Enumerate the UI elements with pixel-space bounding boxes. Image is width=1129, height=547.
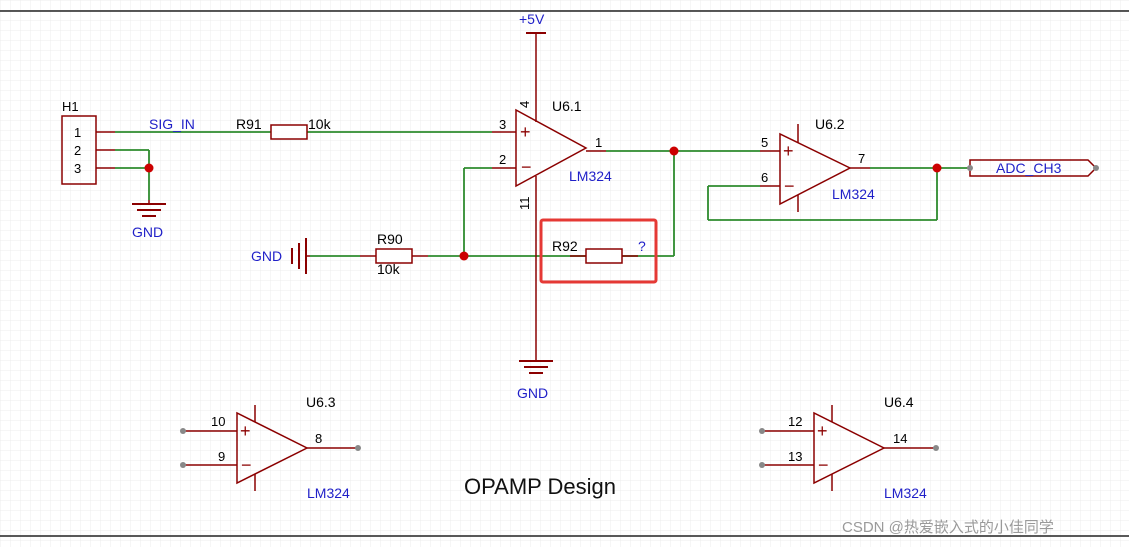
u62-part: LM324 (832, 186, 875, 202)
u64-part: LM324 (884, 485, 927, 501)
gnd-label-connector: GND (132, 224, 163, 240)
u62-pin-out: 7 (858, 151, 865, 166)
u62-plus-sign: + (783, 141, 794, 161)
connector-pin-1: 1 (74, 125, 81, 140)
u64-minus-sign: − (818, 455, 829, 475)
u61-pin-plus: 3 (499, 117, 506, 132)
u61-pin-out: 1 (595, 135, 602, 150)
net-label-sig-in: SIG_IN (149, 116, 195, 132)
u63-part: LM324 (307, 485, 350, 501)
u62-pin-minus: 6 (761, 170, 768, 185)
r91-value: 10k (308, 116, 332, 132)
resistor-r91[interactable]: R91 10k (236, 116, 332, 140)
u61-ref: U6.1 (552, 98, 582, 114)
vcc-label: +5V (519, 11, 545, 27)
junctions (144, 146, 942, 261)
opamp-u6-3[interactable]: + − 10 9 8 U6.3 LM324 (180, 394, 361, 501)
u64-pin-minus: 13 (788, 449, 802, 464)
gnd-label-r90: GND (251, 248, 282, 264)
opamp-u6-4[interactable]: + − 12 13 14 U6.4 LM324 (759, 394, 939, 501)
u64-ref: U6.4 (884, 394, 914, 410)
u62-ref: U6.2 (815, 116, 845, 132)
resistor-r92[interactable]: R92 ? (552, 238, 646, 264)
r92-highlight-box (539, 218, 658, 284)
u63-minus-sign: − (241, 455, 252, 475)
u61-pin-minus: 2 (499, 152, 506, 167)
r92-ref: R92 (552, 238, 578, 254)
wires (115, 131, 970, 257)
connector-ref: H1 (62, 99, 79, 114)
u64-pin-out: 14 (893, 431, 907, 446)
u62-pin-plus: 5 (761, 135, 768, 150)
u61-pin-vcc: 4 (517, 101, 532, 108)
u64-plus-sign: + (817, 421, 828, 441)
gnd-symbol-connector: GND (132, 200, 166, 240)
u63-pin-minus: 9 (218, 449, 225, 464)
u64-pin-plus: 12 (788, 414, 802, 429)
gnd-symbol-u61: GND (517, 360, 553, 401)
u63-pin-out: 8 (315, 431, 322, 446)
u61-part: LM324 (569, 168, 612, 184)
r90-value: 10k (377, 261, 401, 277)
sheet-title: OPAMP Design (464, 474, 616, 499)
resistor-r90[interactable]: R90 10k (360, 231, 428, 277)
u61-pin-gnd: 11 (517, 197, 532, 211)
u61-minus-sign: − (521, 157, 532, 177)
vcc-symbol: +5V (519, 11, 546, 34)
r90-ref: R90 (377, 231, 403, 247)
r91-ref: R91 (236, 116, 262, 132)
u62-minus-sign: − (784, 176, 795, 196)
net-label-adc-ch3: ADC_CH3 (996, 160, 1062, 176)
gnd-symbol-r90: GND (251, 238, 310, 274)
gnd-label-u61: GND (517, 385, 548, 401)
net-port-adc-ch3[interactable]: ADC_CH3 (967, 159, 1099, 177)
watermark: CSDN @热爱嵌入式的小佳同学 (842, 519, 1054, 536)
u63-pin-plus: 10 (211, 414, 225, 429)
u63-ref: U6.3 (306, 394, 336, 410)
connector-h1[interactable]: H1 1 2 3 (61, 99, 115, 185)
connector-pin-3: 3 (74, 161, 81, 176)
connector-pin-2: 2 (74, 143, 81, 158)
u61-plus-sign: + (520, 122, 531, 142)
r92-value: ? (638, 238, 646, 254)
opamp-u6-1[interactable]: + − 3 2 1 4 11 U6.1 LM324 (492, 34, 612, 360)
opamp-u6-2[interactable]: + − 5 6 7 U6.2 LM324 (760, 116, 875, 212)
u63-plus-sign: + (240, 421, 251, 441)
